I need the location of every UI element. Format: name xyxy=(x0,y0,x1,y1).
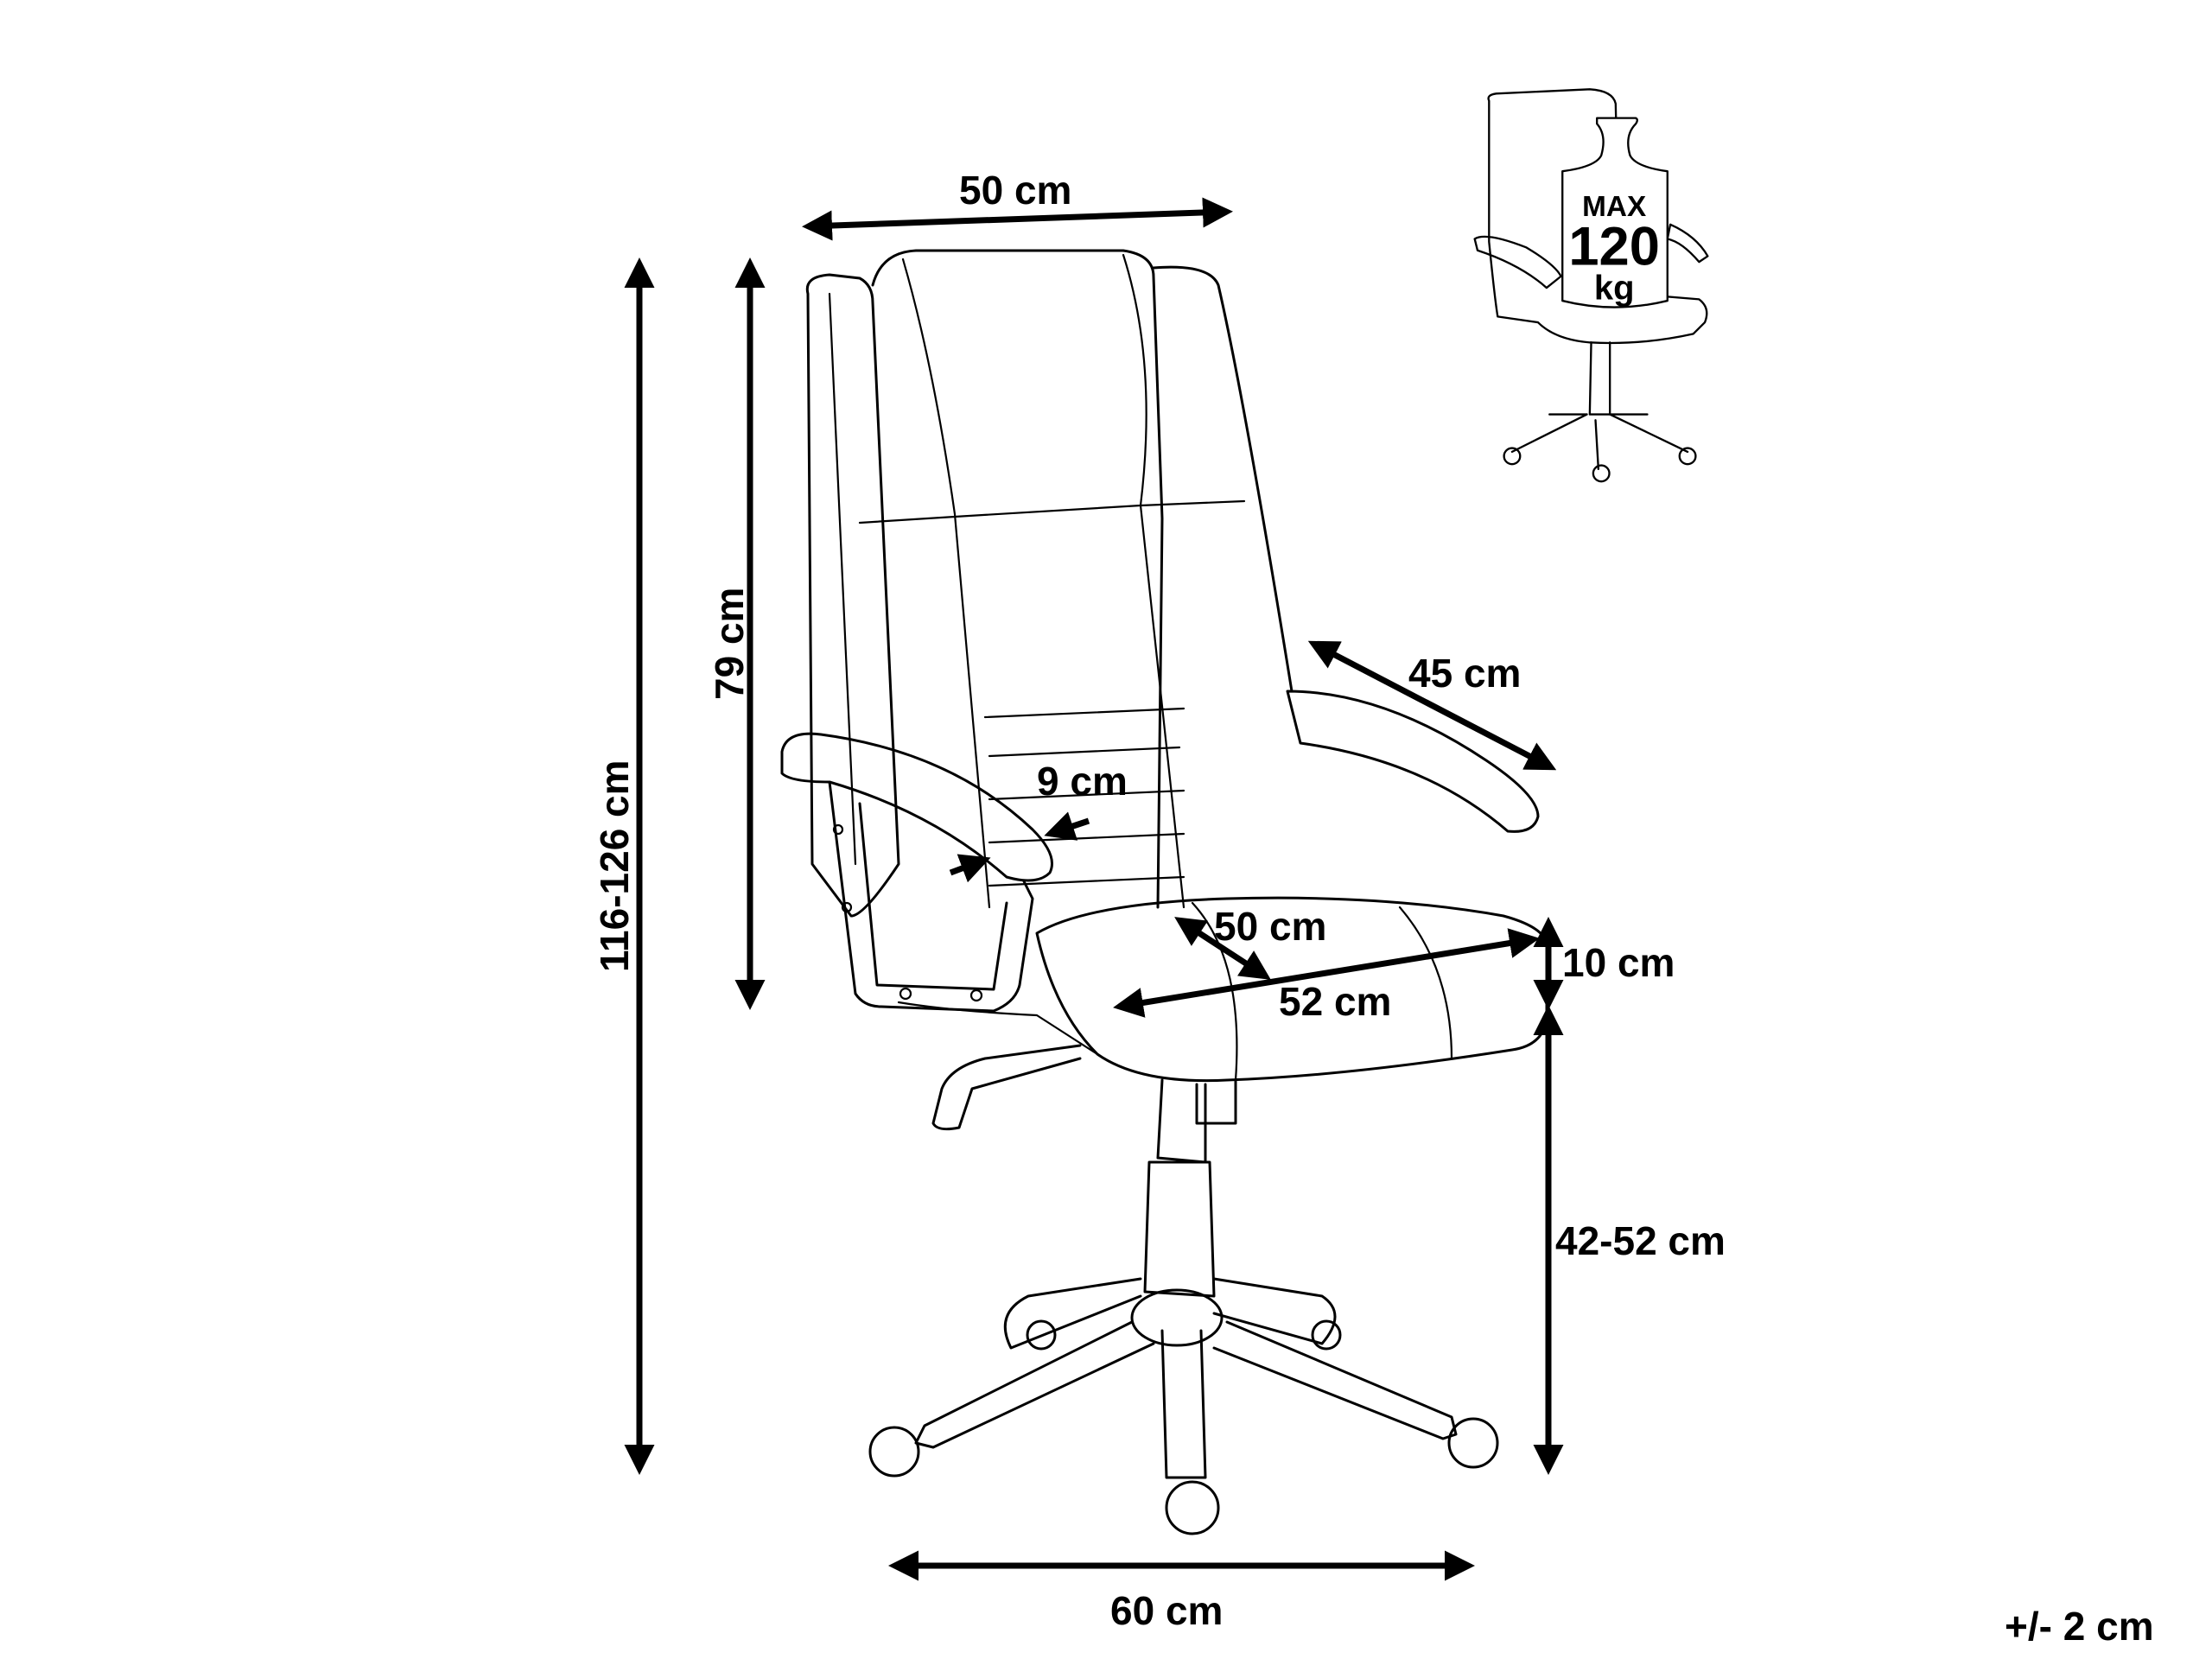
backrest-center xyxy=(871,249,1164,909)
weight-icon xyxy=(1561,117,1669,308)
gas-lift xyxy=(1156,1078,1207,1164)
max-label: MAX xyxy=(1582,191,1646,223)
label-seat-width: 50 cm xyxy=(1214,904,1326,949)
caster-front xyxy=(1165,1480,1220,1535)
label-backrest-width: 50 cm xyxy=(959,168,1071,213)
caster-left xyxy=(868,1426,920,1478)
label-seat-height: 42-52 cm xyxy=(1555,1218,1726,1263)
chair-drawing xyxy=(780,249,1548,1535)
backrest-left-wing xyxy=(805,273,900,918)
dimension-lines xyxy=(624,197,1564,1581)
dimension-labels: 50 cm 79 cm 116-126 cm 45 cm 9 cm 50 cm … xyxy=(592,168,2154,1649)
caster-right xyxy=(1447,1417,1499,1469)
max-value: 120 xyxy=(1568,216,1660,276)
height-lever xyxy=(931,1044,1082,1131)
label-tolerance: +/- 2 cm xyxy=(2005,1604,2154,1649)
left-armrest xyxy=(780,732,1053,882)
caster-back-right xyxy=(1311,1319,1342,1351)
label-total-height: 116-126 cm xyxy=(592,760,637,972)
label-seat-thickness: 10 cm xyxy=(1562,940,1675,985)
label-backrest-height: 79 cm xyxy=(707,588,752,700)
label-armrest-length: 45 cm xyxy=(1408,651,1521,696)
label-seat-depth: 52 cm xyxy=(1279,979,1391,1024)
max-load-thumbnail: MAX 120 kg xyxy=(1473,88,1709,483)
label-base-width: 60 cm xyxy=(1110,1588,1223,1633)
caster-back-left xyxy=(1026,1319,1057,1351)
right-armrest xyxy=(1286,690,1540,833)
star-base xyxy=(914,1277,1458,1479)
label-armrest-width: 9 cm xyxy=(1037,759,1128,804)
max-unit: kg xyxy=(1594,269,1635,307)
